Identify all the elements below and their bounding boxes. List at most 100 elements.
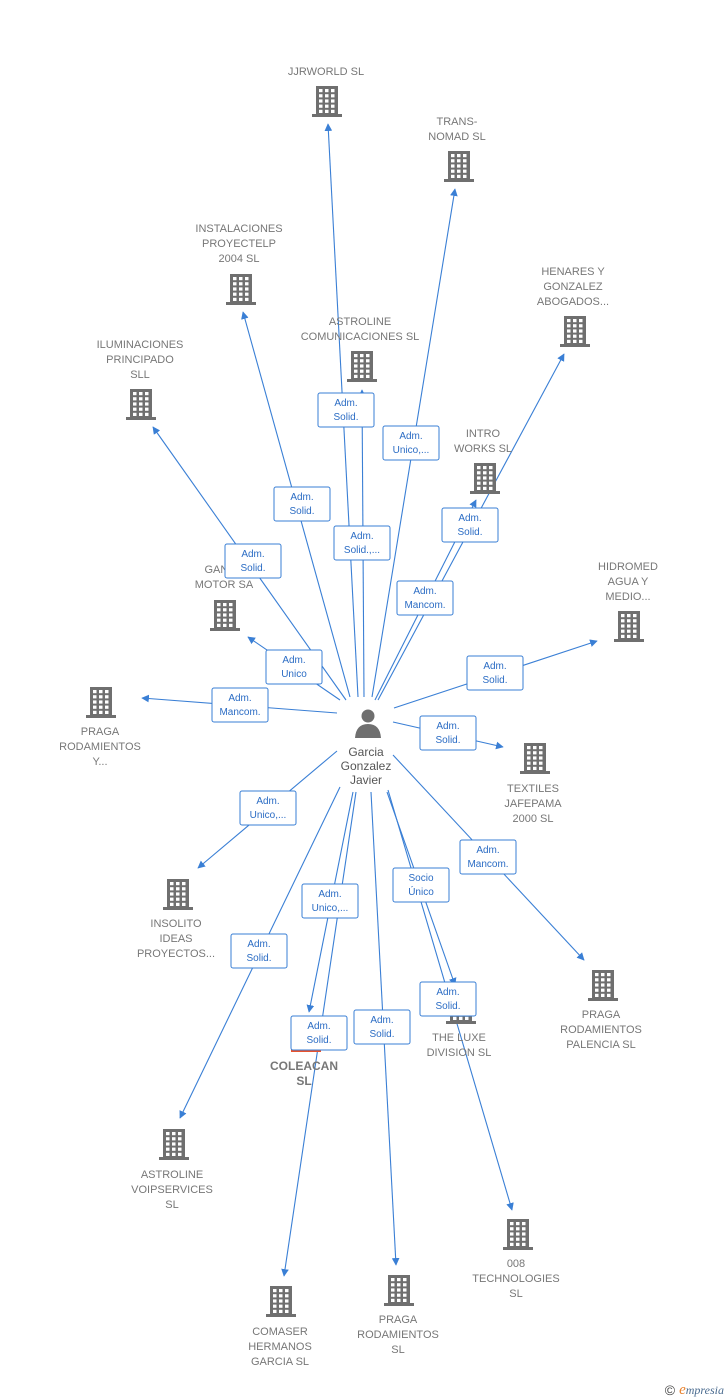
role-label: Adm. <box>483 661 506 672</box>
role-label: Solid. <box>457 527 482 538</box>
role-badge[interactable]: Adm.Mancom. <box>396 580 454 616</box>
role-badge[interactable]: Adm.Mancom. <box>211 687 269 723</box>
role-label: Adm. <box>256 796 279 807</box>
role-label: Solid. <box>482 675 507 686</box>
role-badge[interactable]: Adm. Solid. <box>466 655 524 691</box>
role-badge[interactable]: Adm. Solid.,... <box>333 525 391 561</box>
role-label: Solid.,... <box>344 545 380 556</box>
role-badge[interactable]: Adm.Unico,... <box>382 425 440 461</box>
brand-logo: empresia <box>679 1381 724 1398</box>
company-node-jjrworld[interactable]: JJRWORLD SL <box>288 66 364 117</box>
role-label: Adm. <box>436 721 459 732</box>
company-node-hidromed[interactable]: HIDROMED AGUA Y MEDIO... <box>598 561 658 642</box>
role-badge[interactable]: Adm.Solid. <box>353 1009 411 1045</box>
company-label: VOIPSERVICES <box>131 1184 213 1196</box>
role-label: Unico,... <box>312 903 349 914</box>
role-label: Mancom. <box>219 707 260 718</box>
role-badge[interactable]: Adm.Solid. <box>419 981 477 1017</box>
role-label: Solid. <box>435 735 460 746</box>
building-icon <box>384 1275 414 1306</box>
role-badge[interactable]: Adm.Mancom. <box>459 839 517 875</box>
company-label: HERMANOS <box>248 1341 312 1353</box>
company-node-praga-y[interactable]: PRAGARODAMIENTOSY... <box>59 687 141 768</box>
role-label: Solid. <box>306 1035 331 1046</box>
copyright-symbol: © <box>664 1382 676 1398</box>
role-label: Solid. <box>240 563 265 574</box>
role-badge[interactable]: Adm.Solid. <box>273 486 331 522</box>
company-label: THE LUXE <box>432 1032 486 1044</box>
role-label: Solid. <box>333 412 358 423</box>
company-label: HIDROMED <box>598 561 658 573</box>
company-label: ILUMINACIONES <box>97 339 184 351</box>
company-node-trans-nomad[interactable]: TRANS- NOMAD SL <box>428 116 486 182</box>
company-label: IDEAS <box>159 933 192 945</box>
node-layer: JJRWORLD SL TRANS- NOMAD SL INSTALACIONESPR… <box>59 66 658 1368</box>
building-icon <box>266 1286 296 1317</box>
company-label: PRINCIPADO <box>106 354 174 366</box>
company-label: INTRO <box>466 428 501 440</box>
building-icon <box>163 879 193 910</box>
company-node-henares[interactable]: HENARES YGONZALEZABOGADOS... <box>537 266 609 347</box>
building-icon <box>312 86 342 117</box>
person-name-label: Gonzalez <box>341 759 392 773</box>
role-label: Mancom. <box>404 600 445 611</box>
role-label: Adm. <box>318 889 341 900</box>
company-label: SLL <box>130 369 150 381</box>
role-badge[interactable]: Adm. Solid. <box>419 715 477 751</box>
building-icon <box>126 389 156 420</box>
building-icon <box>520 743 550 774</box>
role-label: Adm. <box>247 939 270 950</box>
building-icon <box>86 687 116 718</box>
role-badge[interactable]: Adm.Solid. <box>441 507 499 543</box>
role-badge[interactable]: Adm.Solid. <box>317 392 375 428</box>
role-label: Adm. <box>350 531 373 542</box>
company-label: SL <box>165 1199 178 1211</box>
building-icon <box>444 151 474 182</box>
role-badge[interactable]: Adm.Unico,... <box>239 790 297 826</box>
company-node-iluminaciones[interactable]: ILUMINACIONES PRINCIPADO SLL <box>97 339 184 420</box>
role-badge[interactable]: Adm.Solid. <box>230 933 288 969</box>
company-label: INSOLITO <box>150 918 202 930</box>
role-label: Único <box>408 885 434 898</box>
role-label: Socio <box>408 873 433 884</box>
company-label: PRAGA <box>582 1009 621 1021</box>
company-label: ABOGADOS... <box>537 296 609 308</box>
role-badge[interactable]: Adm.Solid. <box>290 1015 348 1051</box>
company-label: PRAGA <box>379 1314 418 1326</box>
company-node-comaser[interactable]: COMASER HERMANOS GARCIA SL <box>248 1286 312 1368</box>
role-layer: Adm. Solid. Adm. Unico,... Adm. Solid. Adm. Sol… <box>211 392 524 1051</box>
company-node-intro-works[interactable]: INTRO WORKS SL <box>454 428 512 494</box>
company-label: WORKS SL <box>454 443 512 455</box>
company-label: GARCIA SL <box>251 1356 309 1368</box>
company-label: RODAMIENTOS <box>560 1024 642 1036</box>
company-label: Y... <box>92 756 107 768</box>
company-label: MEDIO... <box>605 591 650 603</box>
company-label: TRANS- <box>437 116 478 128</box>
person-name-label: Javier <box>350 773 382 787</box>
company-label: AGUA Y <box>608 576 649 588</box>
role-label: Adm. <box>370 1015 393 1026</box>
company-label: GONZALEZ <box>543 281 603 293</box>
building-icon <box>503 1219 533 1250</box>
company-label: NOMAD SL <box>428 131 485 143</box>
role-label: Adm. <box>436 987 459 998</box>
building-icon <box>560 316 590 347</box>
company-label: SL <box>509 1288 522 1300</box>
role-badge[interactable]: Adm. Unico,... <box>301 883 359 919</box>
company-label: COMASER <box>252 1326 308 1338</box>
role-label: Adm. <box>241 549 264 560</box>
role-badge[interactable]: Adm. Solid. <box>224 543 282 579</box>
role-label: Solid. <box>289 506 314 517</box>
company-node-insolito[interactable]: INSOLITOIDEASPROYECTOS... <box>137 879 215 960</box>
role-badge[interactable]: Adm.Unico <box>265 649 323 685</box>
role-label: Adm. <box>282 655 305 666</box>
